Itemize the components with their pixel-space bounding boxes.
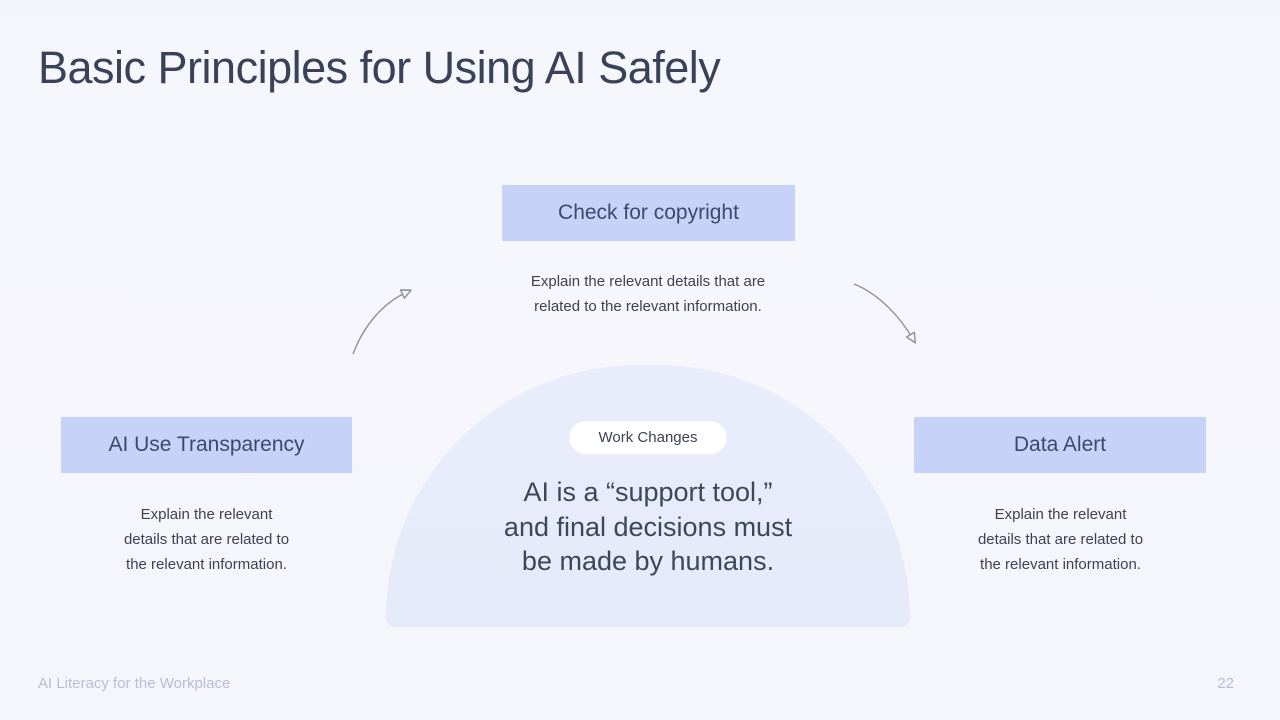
principle-description-left: Explain the relevant details that are re… xyxy=(86,502,327,577)
page-number: 22 xyxy=(1217,675,1234,692)
description-line: related to the relevant information. xyxy=(534,298,762,315)
message-line: AI is a “support tool,” xyxy=(523,477,773,507)
principle-box-ai-use-transparency: AI Use Transparency xyxy=(61,417,352,473)
principle-description-top: Explain the relevant details that are re… xyxy=(488,269,808,319)
message-line: and final decisions must xyxy=(503,511,793,542)
curved-arrow-down-right-icon xyxy=(853,283,916,344)
central-message: AI is a “support tool,” and final decisi… xyxy=(438,475,858,579)
description-line: the relevant information. xyxy=(126,556,287,573)
curved-arrow-up-right-icon xyxy=(352,289,412,355)
footer-text: AI Literacy for the Workplace xyxy=(38,675,231,692)
description-line: Explain the relevant xyxy=(994,506,1127,523)
description-line: Explain the relevant details that are xyxy=(530,273,766,290)
message-line: be made by humans. xyxy=(521,546,775,576)
principle-description-right: Explain the relevant details that are re… xyxy=(940,502,1181,577)
description-line: details that are related to xyxy=(123,531,290,548)
description-line: Explain the relevant xyxy=(140,506,273,523)
slide-title: Basic Principles for Using AI Safely xyxy=(38,42,721,93)
description-line: details that are related to xyxy=(977,531,1144,548)
description-line: the relevant information. xyxy=(980,556,1141,573)
principle-box-label: AI Use Transparency xyxy=(108,433,305,456)
central-dome: Work Changes AI is a “support tool,” and… xyxy=(386,365,910,627)
principle-box-label: Data Alert xyxy=(1013,433,1107,456)
principle-box-label: Check for copyright xyxy=(558,201,739,224)
principle-box-check-for-copyright: Check for copyright xyxy=(502,185,795,241)
work-changes-badge: Work Changes xyxy=(569,421,727,454)
principle-box-data-alert: Data Alert xyxy=(914,417,1206,473)
